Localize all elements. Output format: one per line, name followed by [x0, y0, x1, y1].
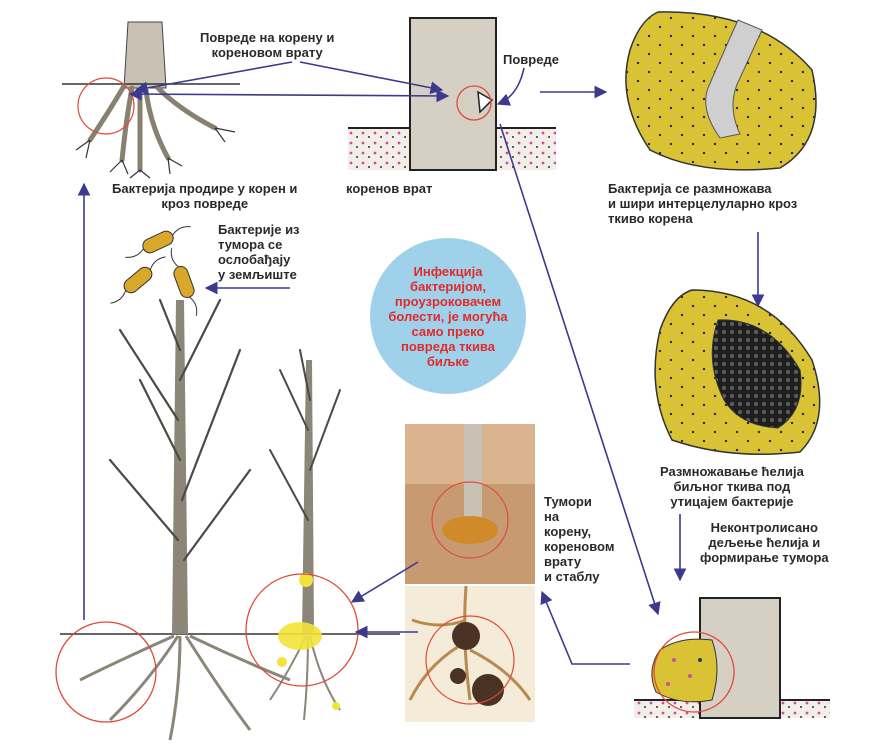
arrow-root-collar	[130, 94, 448, 96]
label-damage: Повреде	[503, 52, 559, 67]
root-tissue-spread-illustration	[626, 12, 816, 170]
infection-callout: Инфекција бактеријом, проузроковачем бол…	[370, 238, 526, 394]
label-multiplies: Бактерија се размножава и шири интерцелу…	[608, 181, 797, 226]
cell-multiplication-illustration	[655, 290, 820, 454]
arrow-to-photos	[542, 592, 630, 664]
arrow-damage-pointer	[498, 68, 524, 104]
infection-callout-text: Инфекција бактеријом, проузроковачем бол…	[388, 264, 508, 369]
label-tumors: Тумори на корену, кореновом врату и стаб…	[544, 494, 614, 584]
photo-tumor-on-stem	[405, 424, 535, 584]
label-released: Бактерије из тумора се ослобађају у земљ…	[218, 222, 300, 282]
stem-tumor-illustration	[634, 598, 830, 718]
label-root-damage: Повреде на корену и кореновом врату	[200, 30, 334, 60]
label-enters-root: Бактерија продире у корен и кроз повреде	[112, 181, 297, 211]
stem-wound-illustration	[348, 18, 556, 170]
label-root-collar: коренов врат	[346, 181, 432, 196]
label-tumor-formation: Неконтролисано дељење ћелија и формирање…	[700, 520, 829, 565]
photo-tumor-on-root	[405, 586, 535, 722]
label-cell-multiplication: Размножавање ћелија биљног ткива под ути…	[660, 464, 804, 509]
trees-illustration	[56, 300, 400, 740]
bacteria-cells	[106, 220, 203, 318]
